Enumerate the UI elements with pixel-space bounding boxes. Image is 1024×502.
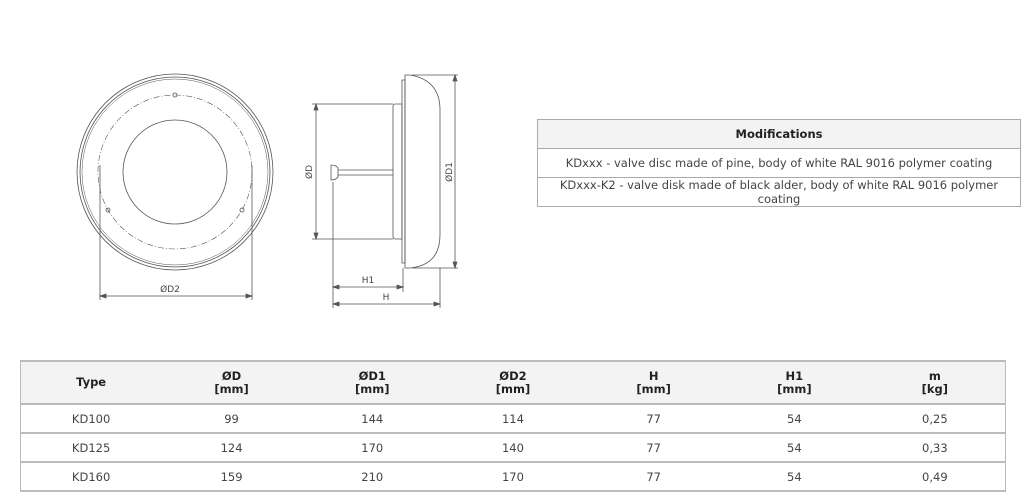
column-header-d: ØD[mm] [161,360,302,405]
column-header-h: H[mm] [583,360,725,405]
table-cell: 77 [583,461,725,492]
header-unit: [mm] [355,381,390,396]
table-cell: 54 [724,403,865,434]
dimension-label-h: H [383,293,390,303]
table-cell: 144 [301,403,443,434]
column-header-m: m[kg] [864,360,1006,405]
table-cell: 54 [724,461,865,492]
modification-row: KDxxx-K2 - valve disk made of black alde… [537,177,1021,207]
column-header-d1: ØD1[mm] [301,360,443,405]
modifications-table: Modifications KDxxx - valve disc made of… [537,119,1021,207]
table-cell: KD100 [20,403,162,434]
table-cell: KD160 [20,461,162,492]
header-unit: [mm] [777,381,812,396]
table-cell: 210 [301,461,443,492]
header-unit: [kg] [921,381,949,396]
header-name: ØD1 [358,368,386,383]
dimension-label-d1: ØD1 [444,162,455,182]
table-cell: 77 [583,432,725,463]
table-cell: 170 [301,432,443,463]
table-cell: 124 [161,432,302,463]
table-cell: 99 [161,403,302,434]
header-name: ØD2 [499,368,527,383]
header-name: H1 [785,368,804,383]
table-cell: 0,33 [864,432,1006,463]
table-cell: 0,25 [864,403,1006,434]
table-cell: 54 [724,432,865,463]
table-cell: 114 [442,403,584,434]
column-header-d2: ØD2[mm] [442,360,584,405]
front-view [76,73,274,300]
modifications-title: Modifications [537,119,1021,149]
technical-drawing: ØD2 ØD ØD1 H1 H [76,73,458,308]
side-view [312,73,458,308]
table-cell: 170 [442,461,584,492]
column-header-type: Type [20,360,162,405]
specifications-table: Type ØD[mm] ØD1[mm] ØD2[mm] H[mm] H1[mm]… [20,360,1006,492]
header-unit: [mm] [495,381,531,396]
header-name: Type [76,375,107,389]
table-cell: 0,49 [864,461,1006,492]
table-cell: 159 [161,461,302,492]
dimension-label-h1: H1 [362,276,375,286]
modification-row: KDxxx - valve disc made of pine, body of… [537,148,1021,178]
header-name: H [648,368,659,383]
header-name: ØD [221,368,242,383]
dimension-label-d2: ØD2 [160,284,180,295]
header-unit: [mm] [636,381,671,396]
table-header-row: Type ØD[mm] ØD1[mm] ØD2[mm] H[mm] H1[mm]… [20,360,1006,405]
header-unit: [mm] [214,381,249,396]
header-name: m [928,368,941,383]
column-header-h1: H1[mm] [724,360,865,405]
table-cell: KD125 [20,432,162,463]
dimension-label-d: ØD [304,165,315,179]
table-cell: 77 [583,403,725,434]
table-cell: 140 [442,432,584,463]
